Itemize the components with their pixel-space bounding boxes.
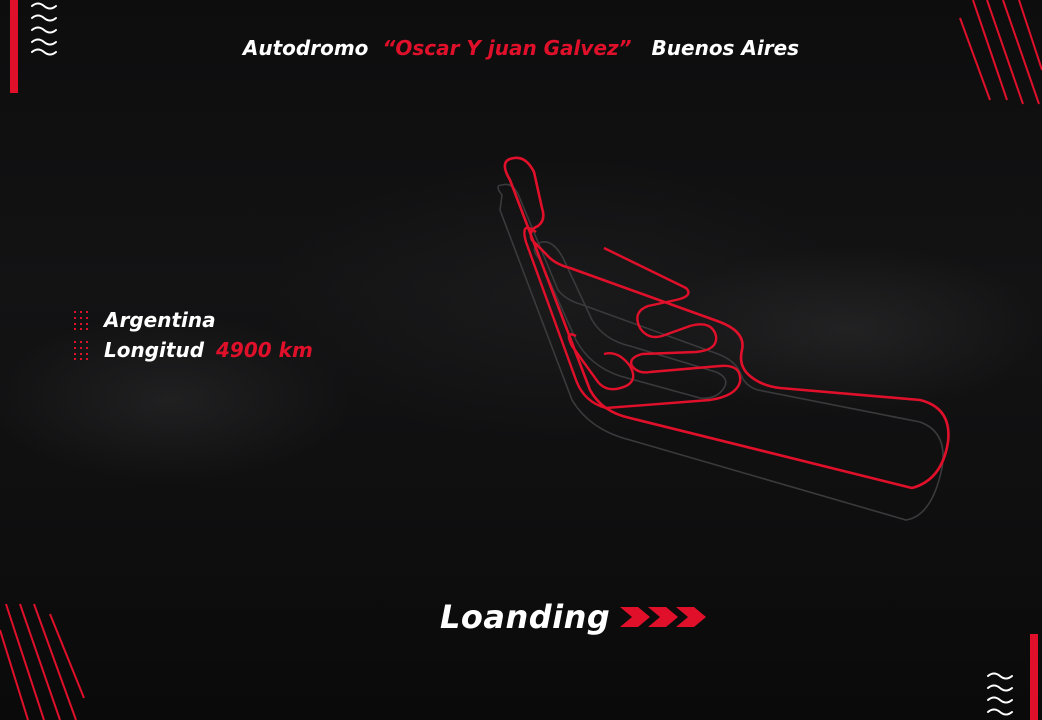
- city-name: Buenos Aires: [651, 36, 800, 60]
- length-value: 4900 km: [216, 338, 313, 362]
- track-info: Argentina Longitud 4900 km: [72, 305, 313, 365]
- triple-chevron-right-icon: [620, 607, 707, 627]
- decorative-stripes: [0, 603, 85, 720]
- accent-bar-right: [1030, 634, 1038, 720]
- wave-lines-icon: [987, 672, 1013, 716]
- circuit-infield: [523, 226, 742, 410]
- title-label: Autodromo: [242, 36, 369, 60]
- dot-grid-icon: [74, 311, 88, 330]
- circuit-map: [497, 156, 950, 521]
- circuit-outline: [503, 156, 950, 490]
- loading-label: Loanding: [440, 598, 611, 636]
- circuit-hairpin: [567, 333, 635, 391]
- track-name: “Oscar Y juan Galvez”: [382, 36, 632, 60]
- length-row: Longitud 4900 km: [72, 335, 313, 365]
- dot-grid-icon: [74, 341, 88, 360]
- accent-bar-left: [10, 0, 18, 93]
- page-title: Autodromo “Oscar Y juan Galvez” Buenos A…: [0, 36, 1042, 60]
- circuit-shadow-inner: [533, 241, 727, 400]
- loading-indicator: Loanding: [440, 598, 714, 636]
- country-label: Argentina: [104, 308, 216, 332]
- wave-lines-icon: [31, 2, 57, 56]
- length-label: Longitud: [104, 338, 205, 362]
- decorative-stripes: [959, 0, 1042, 105]
- circuit-shadow: [497, 183, 944, 521]
- country-row: Argentina: [72, 305, 313, 335]
